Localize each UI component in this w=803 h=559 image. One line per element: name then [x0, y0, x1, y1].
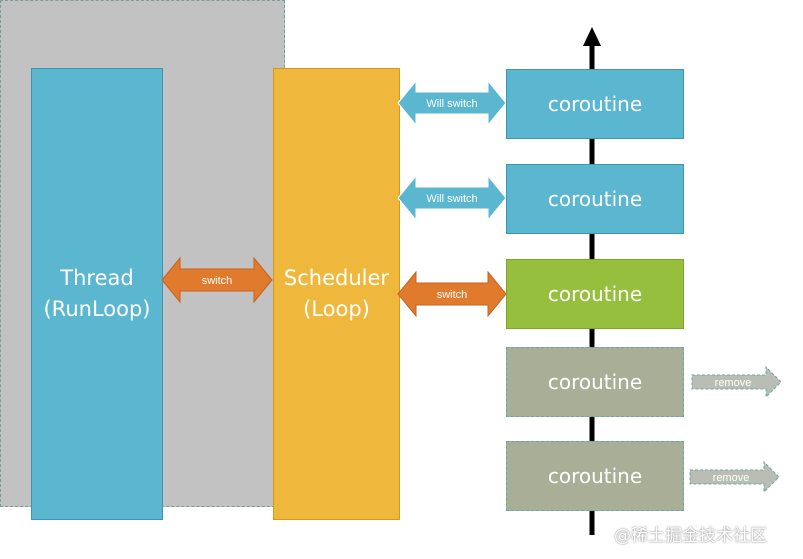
coroutine-4: coroutine [506, 347, 684, 417]
coroutine-2: coroutine [506, 164, 684, 234]
coroutine-2-label: coroutine [547, 187, 643, 211]
scheduler-subtitle: (Loop) [303, 297, 370, 321]
thread-subtitle: (RunLoop) [43, 297, 151, 321]
queue-label: queue [460, 36, 520, 58]
coroutine-1: coroutine [506, 69, 684, 139]
thread-box: Thread (RunLoop) [31, 68, 163, 520]
coroutine-3: coroutine [506, 259, 684, 329]
switch-label-thread-scheduler: switch [202, 275, 233, 287]
will-switch-label-2: Will switch [426, 193, 477, 205]
coroutine-5-label: coroutine [547, 464, 643, 488]
coroutine-1-label: coroutine [547, 92, 643, 116]
switch-label-scheduler-coroutine: switch [437, 289, 468, 301]
will-switch-label-1: Will switch [426, 98, 477, 110]
switch-arrow-thread-scheduler [161, 256, 273, 304]
coroutine-5: coroutine [506, 441, 684, 511]
thread-title: Thread [60, 266, 134, 290]
queue-axis-arrowhead [583, 27, 601, 46]
coroutine-3-label: coroutine [547, 282, 643, 306]
remove-label-1: remove [715, 377, 752, 389]
remove-arrow-1 [691, 365, 782, 399]
watermark: @稀土掘金技术社区 [614, 526, 767, 546]
coroutine-4-label: coroutine [547, 370, 643, 394]
remove-label-2: remove [713, 472, 750, 484]
scheduler-title: Scheduler [283, 266, 390, 290]
remove-arrow-2 [689, 460, 780, 494]
